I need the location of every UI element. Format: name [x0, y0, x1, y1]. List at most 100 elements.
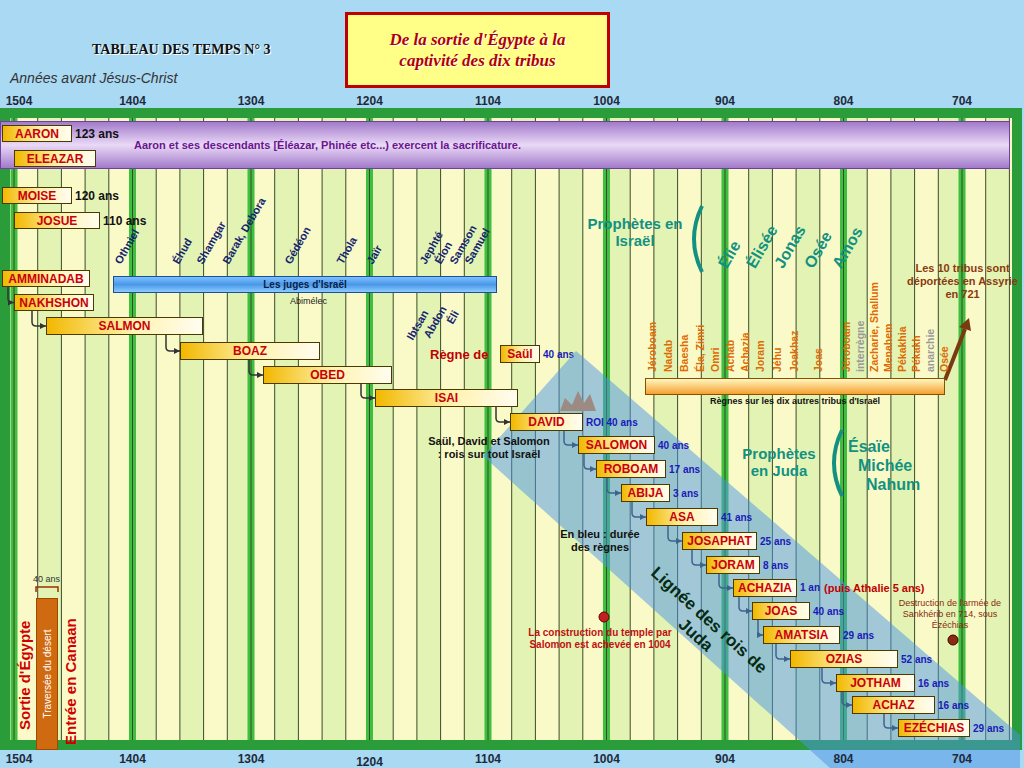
duration-label: 110 ans: [103, 214, 146, 228]
year-line: [488, 118, 489, 740]
duration-group: 1 an(puis Athalie 5 ans): [800, 582, 924, 594]
person-box: AMMINADAB: [2, 270, 90, 287]
prophet-name: Amos: [828, 224, 867, 272]
prophets-heading: Prophètes en Juda: [734, 445, 824, 479]
judge-name: Jaïr: [364, 243, 384, 266]
person-box: SALMON: [46, 317, 203, 335]
chart-heading: TABLEAU DES TEMPS N° 3: [92, 42, 271, 58]
king-box: DAVIDROI 40 ans: [510, 413, 583, 431]
axis-year: 1004: [589, 752, 625, 766]
person-box: NAKHSHON: [14, 294, 94, 311]
column-stripe: [370, 118, 394, 740]
event-note: Destruction de l'armée de Sankhérib en 7…: [890, 598, 1010, 631]
duration-group: 123 ans: [75, 127, 119, 141]
prophet-name: Nahum: [866, 475, 920, 494]
name-label: SALMON: [99, 319, 151, 333]
israel-king-name: Nadab: [662, 340, 675, 372]
name-label: JOSUE: [37, 214, 78, 228]
column-stripe: [180, 118, 204, 740]
name-label: ACHAZIA: [738, 581, 792, 595]
name-label: ASA: [669, 510, 694, 524]
judges-bar: Les juges d'Israël: [113, 276, 497, 293]
israel-king-name: Omri: [709, 347, 722, 372]
duration-group: 25 ans: [760, 536, 791, 547]
desert-box: Traversée du désert: [36, 598, 58, 750]
duration-group: 3 ans: [673, 488, 699, 499]
duration-label: 16 ans: [938, 700, 969, 711]
lineage-arrow: [496, 407, 510, 422]
duration-label: 40 ans: [543, 349, 574, 360]
year-line: [179, 118, 180, 740]
israel-king-name: Baesha: [678, 335, 691, 372]
israel-king-name: Achazia: [739, 332, 752, 372]
israel-king-name: Jéhu: [771, 347, 784, 372]
axis-year: 1004: [589, 94, 625, 108]
year-line: [369, 118, 370, 740]
king-box: ACHAZIA1 an(puis Athalie 5 ans): [733, 579, 797, 597]
duration-label: 40 ans: [658, 440, 689, 451]
king-box: AMATSIA29 ans: [763, 626, 840, 644]
column-stripe: [938, 118, 962, 740]
axis-year: 1304: [233, 94, 269, 108]
duration-label: 52 ans: [901, 654, 932, 665]
year-line: [274, 118, 275, 740]
king-box: ROBOAM17 ans: [596, 460, 666, 478]
duration-note: 40 ans: [33, 574, 60, 584]
year-line: [962, 118, 963, 740]
year-line: [440, 118, 441, 740]
axis-year: 704: [944, 94, 980, 108]
prophet-bracket: [694, 206, 702, 272]
israel-king-name: Pékakhia: [896, 326, 909, 372]
year-line: [393, 118, 394, 740]
duration-group: 40 ans: [658, 440, 689, 451]
desert-bracket: [36, 587, 58, 592]
axis-year: 904: [707, 752, 743, 766]
duration-group: 16 ans: [938, 700, 969, 711]
person-box: ELEAZAR: [14, 150, 96, 167]
axis-year: 1104: [470, 752, 506, 766]
lineage-arrow: [166, 335, 180, 351]
judah-band: Lignée des rois de JudaEn bleu : durée d…: [480, 348, 1022, 768]
duration-label: 3 ans: [673, 488, 699, 499]
bar-caption: Règnes sur les dix autres tribus d'Israë…: [646, 396, 944, 406]
israel-king-name: Éla, Zimri: [694, 325, 707, 372]
israel-king-name: Jéroboam: [646, 322, 659, 372]
name-label: JOTHAM: [850, 676, 901, 690]
year-line: [156, 118, 157, 740]
column-stripe: [133, 118, 157, 740]
duration-group: 52 ans: [901, 654, 932, 665]
name-label: ACHAZ: [873, 698, 915, 712]
year-line: [298, 118, 299, 740]
axis-year: 1204: [352, 755, 388, 768]
name-label: Saül: [507, 347, 532, 361]
israel-king-name: Joas: [812, 348, 825, 372]
name-label: JOSAPHAT: [687, 534, 751, 548]
century-bar: [485, 118, 492, 740]
deportation-note: Les 10 tribus sont déportées en Assyrie …: [905, 262, 1020, 301]
israel-king-name: Menahem: [882, 324, 895, 372]
king-box: EZÉCHIAS29 ans: [898, 719, 970, 737]
name-label: ELEAZAR: [27, 152, 84, 166]
duration-label: 29 ans: [973, 723, 1004, 734]
duration-group: 40 ans: [813, 606, 844, 617]
year-line: [227, 118, 228, 740]
lineage-arrow: [32, 311, 46, 326]
duration-group: 120 ans: [75, 189, 119, 203]
person-box: MOISE120 ans: [2, 187, 72, 204]
chart-frame: [5, 113, 1017, 745]
judge-name: Barak, Debora: [220, 195, 268, 266]
person-box: BOAZ: [180, 342, 320, 360]
judge-name: Thola: [334, 235, 359, 266]
column-stripe: [322, 118, 346, 740]
temple-note: La construction du temple par Salomon es…: [520, 627, 680, 651]
judge-note: Abimélec: [290, 296, 327, 306]
judge-name: Éhud: [170, 236, 194, 266]
duration-group: ROI 40 ans: [586, 417, 638, 428]
person-box: AARON123 ans: [2, 125, 72, 142]
reign-prefix: Règne de: [430, 347, 489, 362]
priesthood-band: Aaron et ses descendants [Éléazar, Phiné…: [0, 121, 1010, 169]
deportation-arrowhead: [959, 318, 971, 331]
duration-label: 41 ans: [721, 512, 752, 523]
duration-label: 8 ans: [763, 560, 789, 571]
